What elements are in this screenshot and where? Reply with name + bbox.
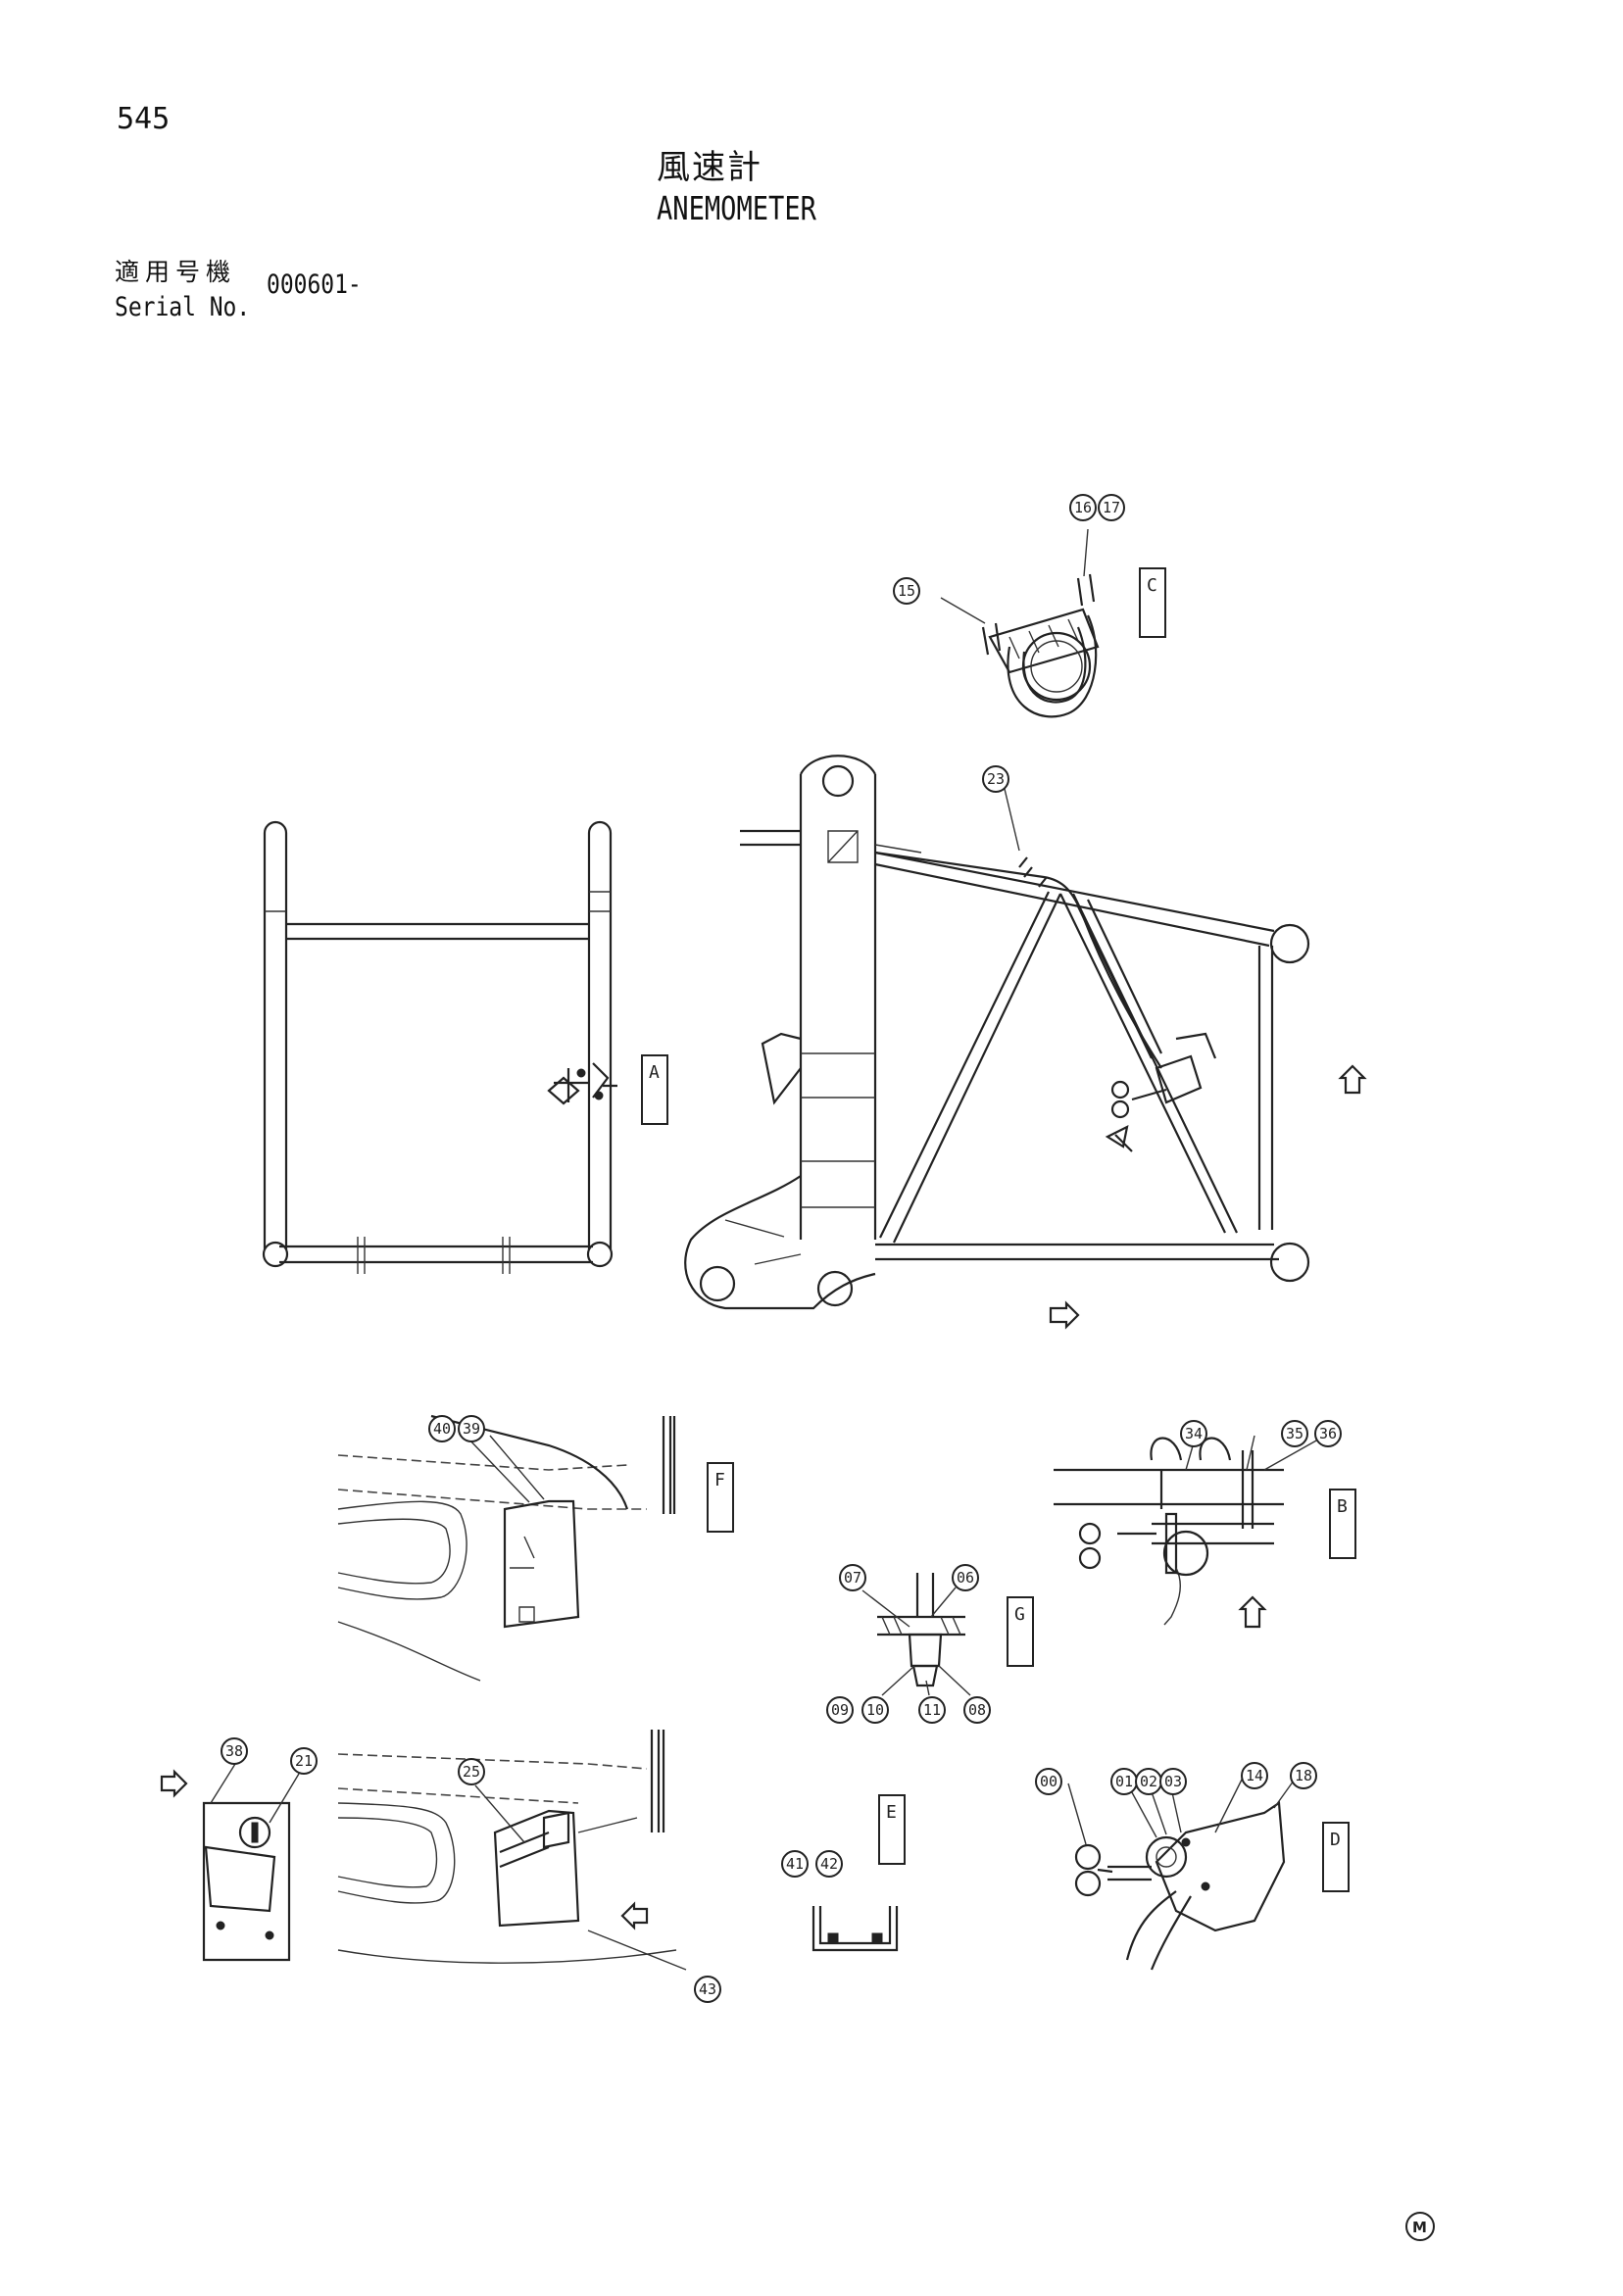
view-tag-e: E: [878, 1794, 906, 1865]
callout-40: 40: [428, 1415, 456, 1442]
callout-16-label: 16: [1074, 499, 1092, 516]
section-tag-c-label: C: [1147, 575, 1157, 596]
callout-09-label: 09: [831, 1701, 849, 1719]
callout-36: 36: [1314, 1420, 1342, 1447]
callout-40-label: 40: [433, 1420, 451, 1438]
section-a-rail-frame: [262, 820, 617, 1274]
section-tag-a-label: A: [649, 1062, 660, 1083]
callout-42: 42: [815, 1850, 843, 1878]
control-box-bracket: [337, 1730, 687, 1971]
callout-06-label: 06: [957, 1569, 974, 1587]
section-tag-g-label: G: [1014, 1604, 1025, 1625]
section-g-fastener-detail: [861, 1573, 971, 1696]
callout-06: 06: [952, 1564, 979, 1591]
callout-00-label: 00: [1040, 1773, 1057, 1790]
callout-43: 43: [694, 1976, 721, 2003]
callout-42-label: 42: [820, 1855, 838, 1873]
callout-11-label: 11: [923, 1701, 941, 1719]
callout-39-label: 39: [463, 1420, 480, 1438]
callout-01: 01: [1110, 1768, 1138, 1795]
page-title-japanese: 風速計: [657, 148, 762, 187]
callout-15: 15: [893, 577, 920, 605]
callout-10-label: 10: [866, 1701, 884, 1719]
view-tag-b-label: B: [1337, 1496, 1348, 1517]
callout-25-label: 25: [463, 1763, 480, 1781]
callout-34-label: 34: [1185, 1425, 1203, 1442]
boom-elevation-view: [684, 755, 1367, 1330]
callout-02: 02: [1135, 1768, 1162, 1795]
manufacturer-mark: M: [1405, 2212, 1435, 2241]
section-e-plate: [812, 1906, 899, 1952]
callout-41: 41: [781, 1850, 809, 1878]
callout-18-label: 18: [1295, 1767, 1312, 1784]
callout-41-label: 41: [786, 1855, 804, 1873]
callout-07-label: 07: [844, 1569, 861, 1587]
section-tag-f: F: [707, 1462, 734, 1533]
callout-43-label: 43: [699, 1980, 716, 1998]
callout-17-label: 17: [1103, 499, 1120, 516]
callout-16: 16: [1069, 494, 1097, 521]
callout-36-label: 36: [1319, 1425, 1337, 1442]
section-tag-g: G: [1007, 1596, 1034, 1667]
callout-35-label: 35: [1286, 1425, 1303, 1442]
callout-11: 11: [918, 1696, 946, 1724]
callout-03-label: 03: [1164, 1773, 1182, 1790]
callout-00: 00: [1035, 1768, 1062, 1795]
section-tag-a: A: [641, 1054, 668, 1125]
callout-09: 09: [826, 1696, 854, 1724]
callout-21-label: 21: [295, 1752, 313, 1770]
callout-07: 07: [839, 1564, 866, 1591]
callout-21: 21: [290, 1747, 318, 1775]
serial-label-japanese: 適用号機: [115, 258, 237, 286]
callout-38: 38: [221, 1737, 248, 1765]
callout-38-label: 38: [225, 1742, 243, 1760]
view-d-sensor-mount: [1067, 1773, 1300, 1971]
view-tag-b: B: [1329, 1489, 1356, 1559]
callout-34: 34: [1180, 1420, 1207, 1447]
serial-label: Serial No.: [115, 292, 251, 322]
manufacturer-mark-label: M: [1412, 2219, 1427, 2236]
callout-03: 03: [1159, 1768, 1187, 1795]
callout-10: 10: [861, 1696, 889, 1724]
callout-17: 17: [1098, 494, 1125, 521]
callout-15-label: 15: [898, 582, 915, 600]
callout-01-label: 01: [1115, 1773, 1133, 1790]
section-b-pipe-detail: [1054, 1435, 1326, 1629]
page-number: 545: [117, 102, 171, 136]
callout-35: 35: [1281, 1420, 1308, 1447]
callout-23-label: 23: [987, 770, 1005, 788]
callout-14-label: 14: [1246, 1767, 1263, 1784]
view-tag-e-label: E: [886, 1802, 897, 1823]
view-tag-d-label: D: [1330, 1830, 1341, 1850]
section-tag-f-label: F: [714, 1470, 725, 1490]
section-tag-c: C: [1139, 567, 1166, 638]
view-tag-d: D: [1322, 1822, 1350, 1892]
section-c-clamp-detail: [940, 528, 1100, 718]
section-f-platform-detail: [337, 1414, 676, 1682]
callout-23: 23: [982, 765, 1009, 793]
callout-02-label: 02: [1140, 1773, 1157, 1790]
section-f-bracket: [160, 1763, 300, 1962]
callout-08: 08: [963, 1696, 991, 1724]
callout-25: 25: [458, 1758, 485, 1785]
page-title: ANEMOMETER: [657, 189, 816, 227]
callout-39: 39: [458, 1415, 485, 1442]
callout-14: 14: [1241, 1762, 1268, 1789]
serial-number-value: 000601-: [267, 269, 362, 300]
callout-08-label: 08: [968, 1701, 986, 1719]
callout-18: 18: [1290, 1762, 1317, 1789]
